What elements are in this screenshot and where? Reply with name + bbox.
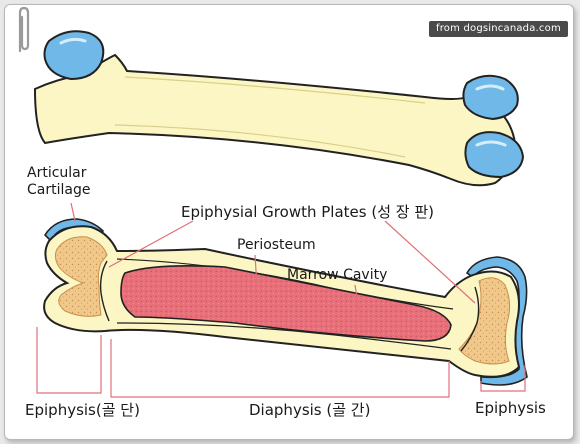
figure-card: from dogsincanada.com xyxy=(4,4,574,440)
label-articular-cartilage: Articular Cartilage xyxy=(27,165,90,199)
bracket-epiphysis-right xyxy=(480,365,526,392)
label-growth-plates: Epiphysial Growth Plates (성 장 판) xyxy=(181,203,434,221)
source-credit: from dogsincanada.com xyxy=(429,21,568,37)
spongy-bone-left xyxy=(54,236,108,317)
leader-periosteum xyxy=(254,254,258,288)
leader-articular xyxy=(70,202,76,222)
femoral-head-cartilage xyxy=(43,30,105,81)
leader-lines xyxy=(36,202,526,398)
condyle-cartilage-upper xyxy=(462,74,519,121)
bracket-epiphysis-left xyxy=(36,327,102,394)
paperclip-icon xyxy=(18,6,30,53)
label-diaphysis: Diaphysis (골 간) xyxy=(249,401,371,419)
bracket-diaphysis xyxy=(110,339,450,398)
label-epiphysis-right: Epiphysis xyxy=(475,399,546,417)
bone-diagram xyxy=(33,30,528,398)
label-periosteum: Periosteum xyxy=(237,237,316,253)
label-marrow-cavity: Marrow Cavity xyxy=(287,267,388,283)
femur-whole xyxy=(33,30,525,187)
label-articular-line1: Articular xyxy=(27,165,87,181)
bone-cross-section xyxy=(43,218,528,386)
label-epiphysis-left: Epiphysis(골 단) xyxy=(25,401,140,419)
leader-growth-right xyxy=(384,220,476,304)
leader-growth-left xyxy=(108,220,194,268)
marrow-cavity xyxy=(120,265,452,342)
growth-plate-right xyxy=(460,286,480,352)
growth-plate-left xyxy=(99,260,110,322)
leader-marrow xyxy=(354,284,362,324)
label-articular-line2: Cartilage xyxy=(27,182,91,198)
